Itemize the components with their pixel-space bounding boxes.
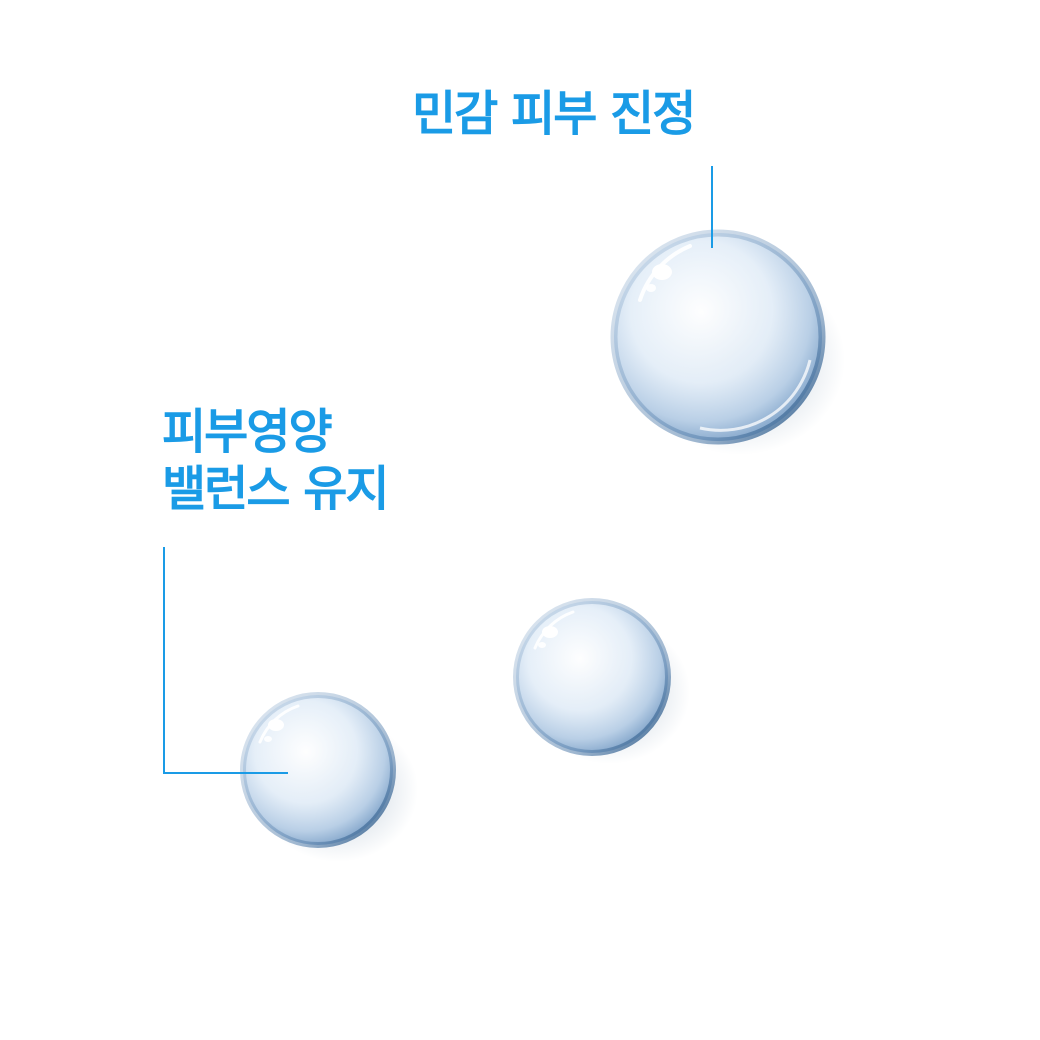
callout-leader-line-left-vertical	[163, 547, 165, 774]
callout-leader-line-top	[711, 166, 713, 248]
callout-line-1: 피부영양	[162, 404, 333, 460]
callout-skin-nutrition-balance: 피부영양 밸런스 유지	[162, 404, 390, 517]
small-water-drop	[240, 692, 418, 862]
callout-line-2: 밸런스 유지	[162, 460, 390, 517]
callout-sensitive-skin-soothing: 민감 피부 진정	[412, 86, 696, 142]
large-water-drop	[610, 229, 845, 455]
callout-leader-line-left-horizontal	[163, 772, 288, 774]
medium-water-drop	[513, 598, 690, 764]
